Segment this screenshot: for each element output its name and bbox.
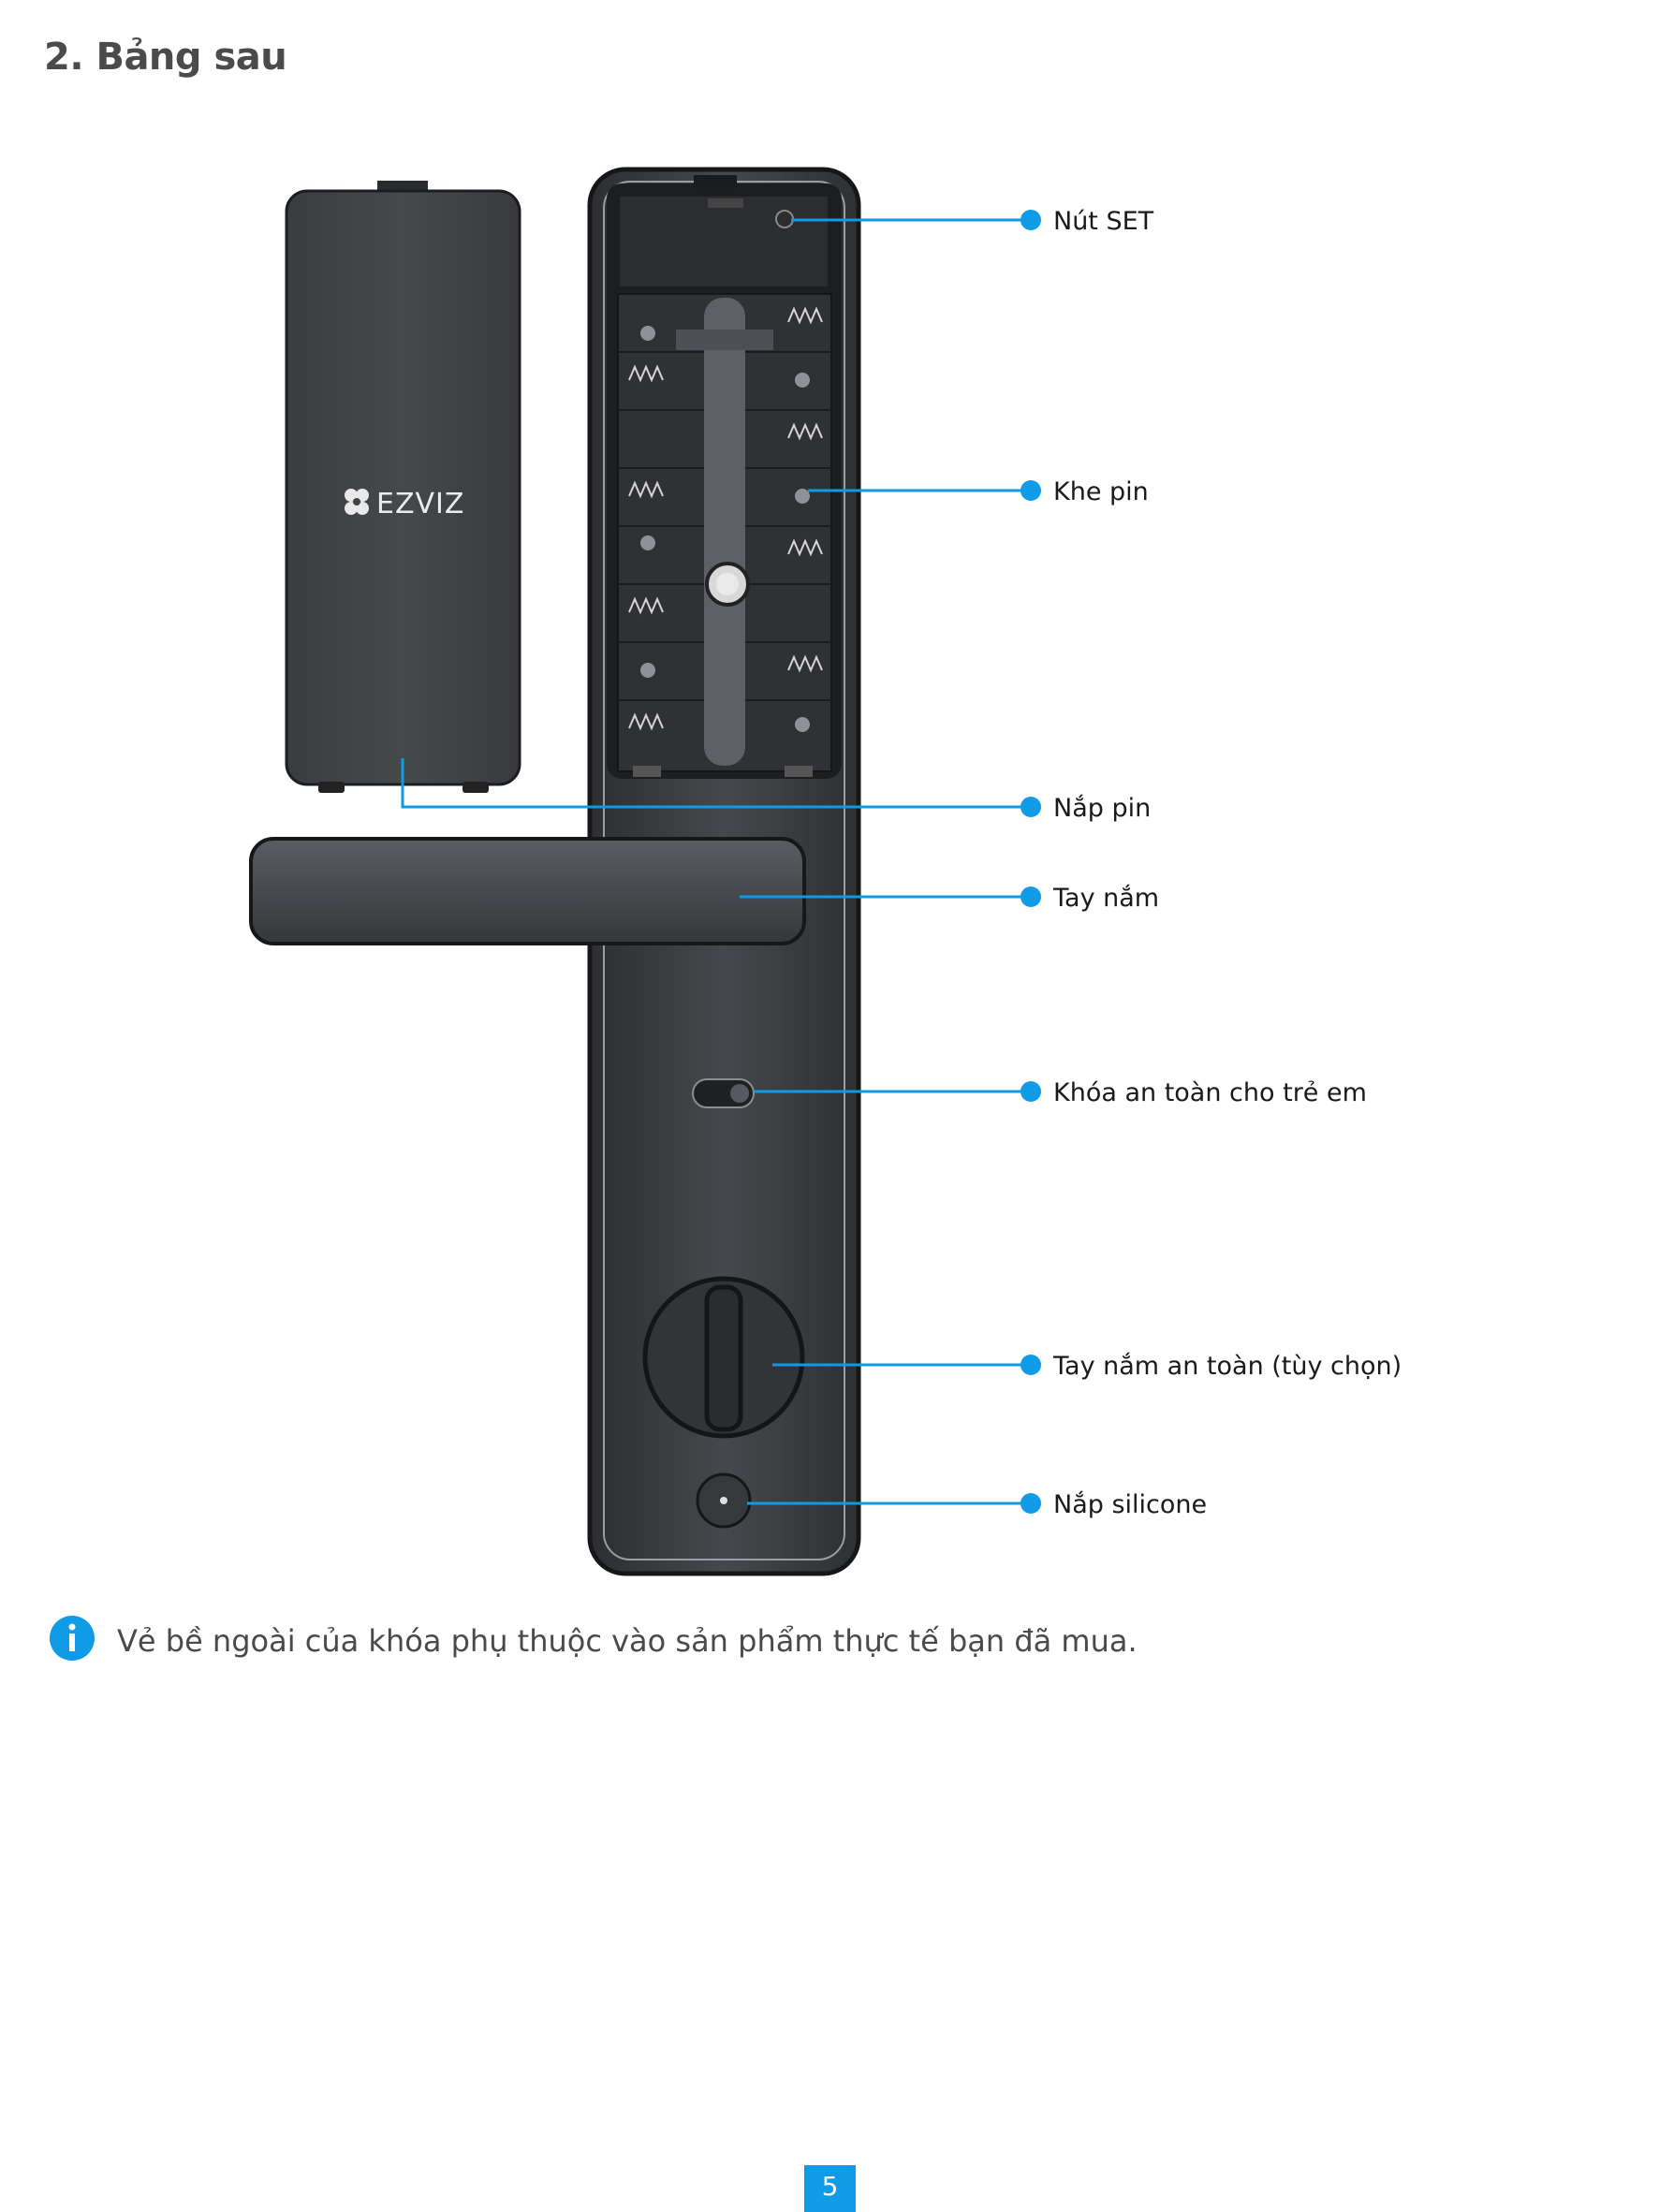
callout-handle: Tay nắm [1053, 884, 1160, 913]
callout-dots [1020, 210, 1041, 1514]
child-lock-switch[interactable] [692, 1078, 755, 1108]
page-title: 2. Bảng sau [44, 36, 287, 79]
callout-child-lock: Khóa an toàn cho trẻ em [1053, 1078, 1367, 1107]
set-button-knob[interactable] [775, 210, 794, 228]
silicone-cap [696, 1472, 752, 1529]
ezviz-logo-icon [345, 489, 369, 515]
rear-panel-diagram: EZVIZ [249, 167, 1041, 1576]
callout-set-button: Nút SET [1053, 207, 1154, 236]
battery-compartment [607, 175, 842, 779]
battery-cover-part: EZVIZ [285, 181, 521, 793]
cover-brand: EZVIZ [376, 488, 464, 520]
page-number: 5 [804, 2165, 856, 2212]
callout-lines [401, 218, 1030, 1505]
info-icon [50, 1616, 95, 1661]
callout-safety-knob: Tay nắm an toàn (tùy chọn) [1053, 1352, 1402, 1381]
callout-battery-cover: Nắp pin [1053, 794, 1152, 823]
safety-knob[interactable] [642, 1276, 805, 1439]
callout-silicone-cap: Nắp silicone [1053, 1490, 1208, 1519]
note-text: Vẻ bề ngoài của khóa phụ thuộc vào sản p… [117, 1623, 1138, 1659]
callout-battery-slot: Khe pin [1053, 477, 1149, 506]
lever-handle[interactable] [249, 837, 806, 945]
